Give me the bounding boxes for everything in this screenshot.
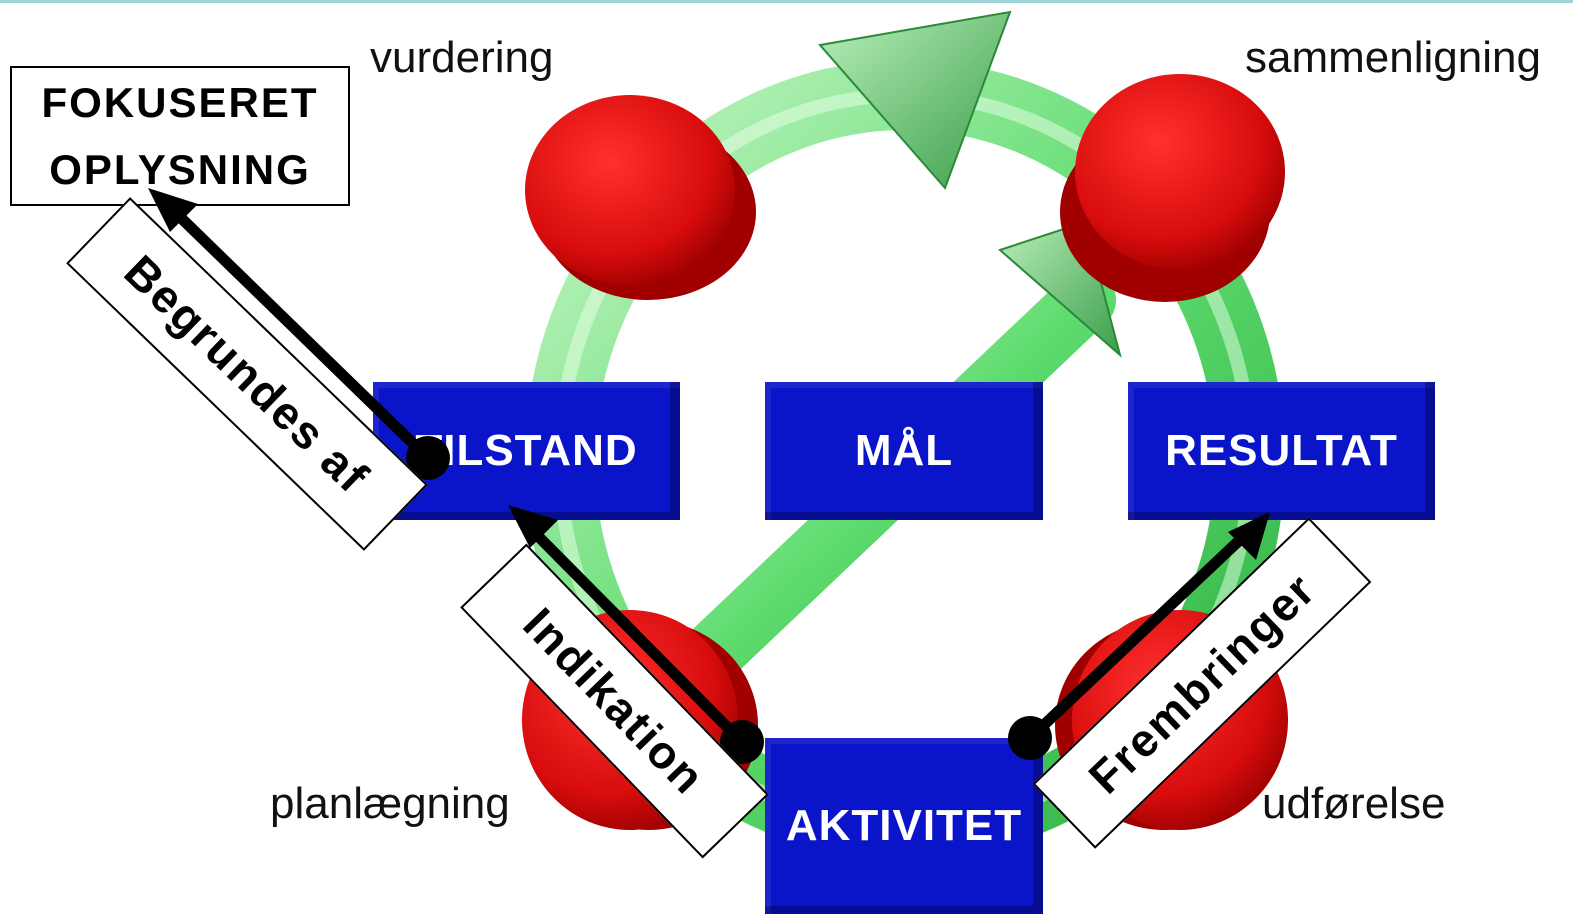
label-planlaegning: planlægning: [270, 779, 510, 828]
arrow-indikation: [508, 505, 764, 764]
box-aktivitet: AKTIVITET: [765, 738, 1043, 914]
focus-box-line1: FOKUSERET: [41, 78, 319, 126]
label-udfoerelse: udførelse: [1262, 779, 1446, 828]
focus-box-line2: OPLYSNING: [49, 146, 311, 193]
red-node-top-right: [1060, 74, 1285, 302]
red-node-top-left: [525, 95, 756, 300]
arrow-begrundes: [148, 188, 450, 480]
top-border-line: [0, 0, 1573, 3]
box-aktivitet-label: AKTIVITET: [785, 801, 1023, 850]
label-vurdering: vurdering: [370, 33, 554, 82]
focus-box: FOKUSERET OPLYSNING: [10, 66, 350, 206]
green-cone-arrow-top: [818, 10, 1012, 190]
box-resultat-label: RESULTAT: [1165, 426, 1398, 475]
box-resultat: RESULTAT: [1128, 382, 1435, 520]
box-maal-label: MÅL: [854, 426, 954, 475]
arrow-frembringer: [1008, 512, 1270, 760]
box-maal: MÅL: [765, 382, 1043, 520]
label-sammenligning: sammenligning: [1245, 33, 1541, 82]
box-tilstand: TILSTAND: [373, 382, 680, 520]
box-tilstand-label: TILSTAND: [415, 426, 638, 475]
